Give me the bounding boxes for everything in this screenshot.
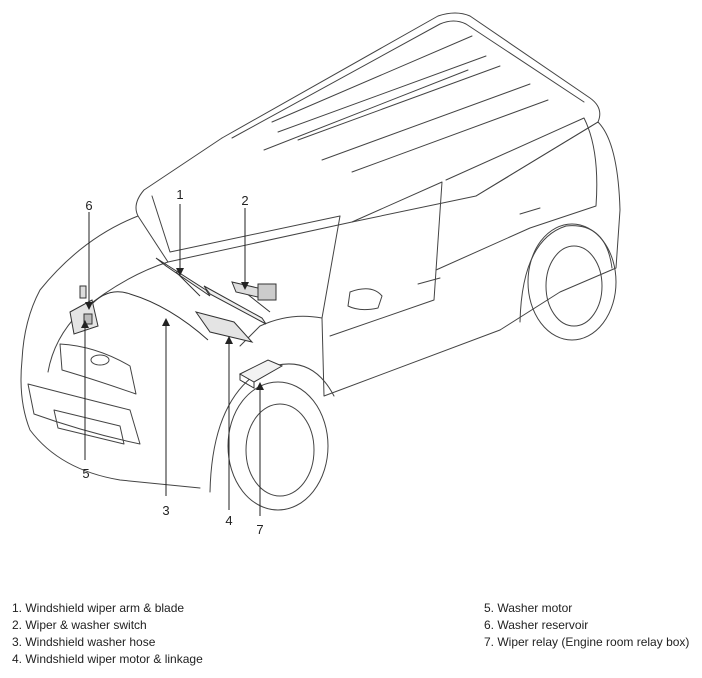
legend-item-5: 5. Washer motor [484, 601, 573, 615]
callout-6: 6 [85, 198, 92, 213]
legend-item-6: 6. Washer reservoir [484, 618, 589, 632]
callout-4: 4 [225, 513, 232, 528]
legend-item-3: 3. Windshield washer hose [12, 635, 156, 649]
callout-2: 2 [241, 193, 248, 208]
legend-right-column: 5. Washer motor 6. Washer reservoir 7. W… [484, 600, 689, 651]
legend-item-1: 1. Windshield wiper arm & blade [12, 601, 185, 615]
car-outline [20, 12, 621, 511]
legend-item-7: 7. Wiper relay (Engine room relay box) [484, 635, 690, 649]
callout-1: 1 [176, 187, 183, 202]
leader-arrowheads [81, 268, 264, 390]
legend-left-column: 1. Windshield wiper arm & blade 2. Wiper… [12, 600, 203, 668]
legend-item-2: 2. Wiper & washer switch [12, 618, 147, 632]
legend-item-4: 4. Windshield wiper motor & linkage [12, 652, 203, 666]
wiper-components [69, 257, 284, 389]
leader-lines [84, 204, 261, 516]
callout-7: 7 [256, 522, 263, 537]
vehicle-component-diagram: 1 2 3 4 5 6 7 [20, 12, 621, 537]
callout-3: 3 [162, 503, 169, 518]
callout-labels: 1 2 3 4 5 6 7 [82, 187, 263, 537]
callout-5: 5 [82, 466, 89, 481]
